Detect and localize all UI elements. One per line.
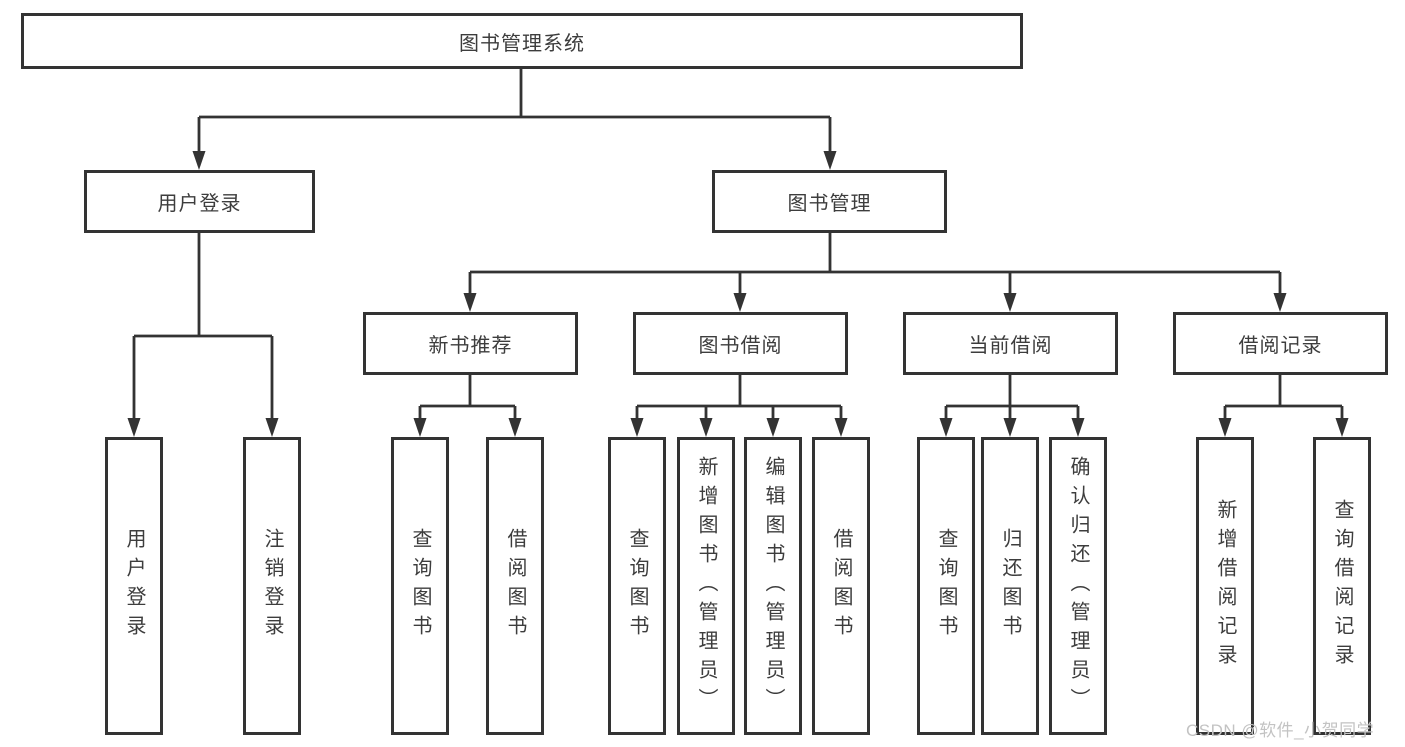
arrow-down-icon: [1003, 418, 1017, 437]
connector-bookborrow-to-leaves: [635, 375, 843, 433]
connector-borrowrecord-to-leaves: [1223, 375, 1344, 433]
arrow-down-icon: [1218, 418, 1232, 437]
arrowhead-icons: [127, 151, 1349, 437]
arrow-down-icon: [1071, 418, 1085, 437]
arrow-down-icon: [1003, 293, 1017, 312]
node-leaf-newbook-query-book: 查询图书: [391, 437, 449, 735]
arrow-down-icon: [1273, 293, 1287, 312]
node-new-book-recommend: 新书推荐: [363, 312, 578, 375]
connector-userlogin-to-leaves: [132, 233, 274, 433]
node-leaf-newbook-borrow-book: 借阅图书: [486, 437, 544, 735]
arrow-down-icon: [823, 151, 837, 170]
node-borrow-record: 借阅记录: [1173, 312, 1388, 375]
arrow-down-icon: [834, 418, 848, 437]
arrow-down-icon: [463, 293, 477, 312]
node-book-borrow: 图书借阅: [633, 312, 848, 375]
connector-bookmanagement-to-level3: [468, 233, 1282, 308]
node-user-login-module: 用户登录: [84, 170, 315, 233]
arrow-down-icon: [127, 418, 141, 437]
arrow-down-icon: [508, 418, 522, 437]
node-leaf-current-query-book: 查询图书: [917, 437, 975, 735]
node-leaf-borrow-query-book: 查询图书: [608, 437, 666, 735]
arrow-down-icon: [699, 418, 713, 437]
node-leaf-borrow-add-book-admin: 新增图书（管理员）: [677, 437, 735, 735]
node-current-borrow: 当前借阅: [903, 312, 1118, 375]
connector-newbook-to-leaves: [418, 375, 517, 433]
node-leaf-current-confirm-return-admin: 确认归还（管理员）: [1049, 437, 1107, 735]
arrow-down-icon: [192, 151, 206, 170]
arrow-down-icon: [766, 418, 780, 437]
node-leaf-borrow-edit-book-admin: 编辑图书（管理员）: [744, 437, 802, 735]
connector-root-to-level2: [197, 69, 832, 166]
node-leaf-logout: 注销登录: [243, 437, 301, 735]
node-root-library-system: 图书管理系统: [21, 13, 1023, 69]
node-leaf-record-add-record: 新增借阅记录: [1196, 437, 1254, 735]
node-leaf-record-query-record: 查询借阅记录: [1313, 437, 1371, 735]
node-leaf-current-return-book: 归还图书: [981, 437, 1039, 735]
arrow-down-icon: [1335, 418, 1349, 437]
arrow-down-icon: [939, 418, 953, 437]
arrow-down-icon: [413, 418, 427, 437]
arrow-down-icon: [733, 293, 747, 312]
arrow-down-icon: [630, 418, 644, 437]
arrow-down-icon: [265, 418, 279, 437]
node-leaf-borrow-borrow-book: 借阅图书: [812, 437, 870, 735]
node-book-management: 图书管理: [712, 170, 947, 233]
node-leaf-user-login: 用户登录: [105, 437, 163, 735]
csdn-watermark: CSDN @软件_小贺同学: [1186, 721, 1375, 740]
